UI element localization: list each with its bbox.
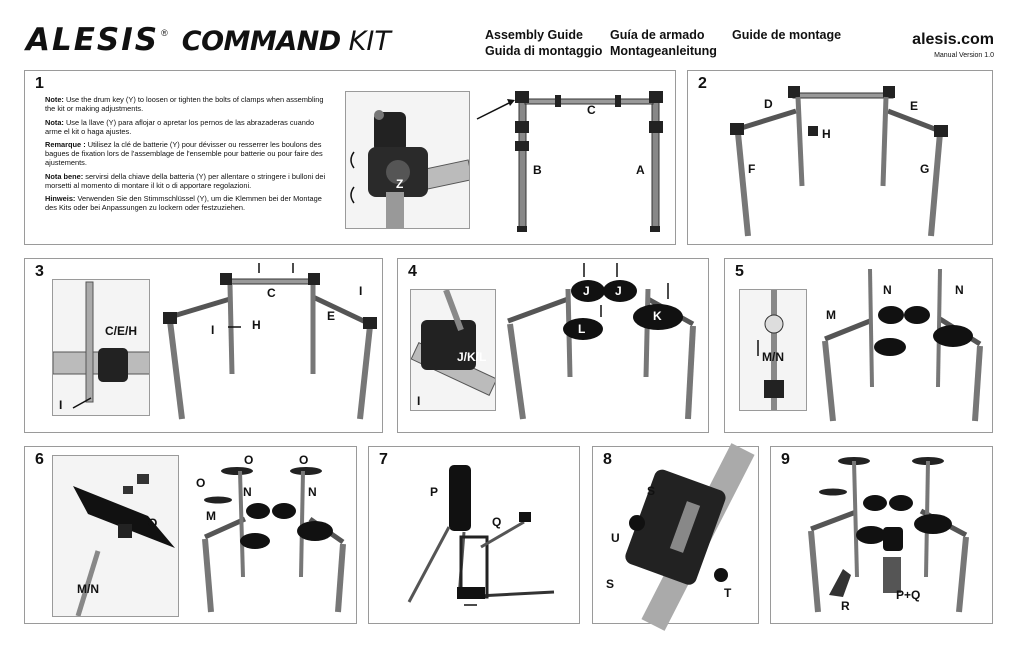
label-t: T [724, 586, 732, 600]
guide-title-es: Guía de armado [610, 28, 705, 42]
pad-mount-illustration [411, 290, 495, 396]
step-number: 9 [781, 451, 790, 468]
note-es: Nota: Use la llave (Y) para aflojar o ap… [45, 117, 315, 136]
step-number: 7 [379, 451, 388, 468]
label-r: R [841, 599, 850, 613]
label-n1: N [243, 485, 252, 499]
step-7-panel: 7 P Q [368, 446, 580, 624]
step-5-kit-drawing [822, 268, 983, 422]
label-m: M [206, 509, 216, 523]
step-9-kit-drawing [808, 457, 969, 613]
label-u: U [611, 531, 620, 545]
label-o2: O [299, 453, 309, 467]
clamp-illustration [350, 110, 469, 228]
label-i-left: I [211, 323, 215, 337]
label-e: E [327, 309, 336, 323]
brand-name: ALESIS [26, 22, 160, 58]
label-n2: N [955, 283, 964, 297]
label-m: M [826, 308, 836, 322]
note-fr: Remarque : Utilisez la clé de batterie (… [45, 140, 323, 167]
pad-mount-inset: J/K/L I [410, 289, 496, 411]
cymbal-arm-illustration [757, 290, 784, 410]
registered-mark: ® [161, 28, 168, 38]
step-1-panel: 1 Note: Use the drum key (Y) to loosen o… [24, 70, 676, 245]
product-name-bold: COMMAND [181, 26, 341, 57]
label-f: F [748, 162, 756, 176]
label-h: H [822, 127, 831, 141]
label-b: B [533, 163, 542, 177]
guide-title-en: Assembly Guide [485, 28, 583, 42]
label-o1: O [244, 453, 254, 467]
label-a: A [636, 163, 645, 177]
step-2-rack-drawing [730, 86, 948, 237]
label-k: K [653, 309, 662, 323]
label-e: E [910, 99, 919, 113]
step-6-kit-drawing [202, 467, 346, 613]
label-s1: S [647, 484, 656, 498]
label-mn: M/N [77, 582, 99, 596]
label-pq: P+Q [896, 588, 921, 602]
cymbal-arm-inset: M/N [739, 289, 807, 411]
step-3-rack-drawing [163, 263, 377, 420]
label-o3: O [196, 476, 206, 490]
label-i-inset: I [417, 394, 421, 408]
label-j1: J [583, 284, 590, 298]
clamp-detail-inset: C/E/H I [52, 279, 150, 416]
step-5-panel: 5 M/N M N N [724, 258, 993, 433]
product-name-light: KIT [348, 26, 391, 57]
clamp-illustration [53, 281, 149, 409]
clamp-detail-inset: Z [345, 91, 470, 229]
step-1-notes: Note: Use the drum key (Y) to loosen or … [45, 95, 330, 217]
label-z: Z [396, 177, 404, 191]
step-4-panel: 4 J/K/L I J J L K [397, 258, 709, 433]
step-number: 3 [35, 263, 44, 280]
brand-logo: ALESIS ® COMMAND KIT [26, 22, 391, 58]
label-d: D [764, 97, 773, 111]
cymbal-mount-inset: O M/N [52, 455, 179, 617]
label-ceh: C/E/H [105, 324, 138, 338]
note-en: Note: Use the drum key (Y) to loosen or … [45, 95, 324, 113]
manual-version: Manual Version 1.0 [934, 52, 994, 59]
website-link[interactable]: alesis.com [912, 31, 994, 48]
step-7-pedal-drawing [407, 465, 555, 606]
label-n2: N [308, 485, 317, 499]
label-i-right: I [359, 284, 363, 298]
step-number: 6 [35, 451, 44, 468]
label-l: L [578, 322, 586, 336]
note-de: Hinweis: Verwenden Sie den Stimmschlüsse… [45, 194, 322, 212]
step-8-panel: 8 S U S T [592, 443, 759, 631]
step-4-kit-drawing [507, 263, 696, 420]
label-q: Q [492, 515, 502, 529]
guide-title-it: Guida di montaggio [485, 44, 603, 58]
label-mn: M/N [762, 350, 784, 364]
label-c: C [267, 286, 276, 300]
step-number: 8 [603, 451, 612, 468]
label-jkl: J/K/L [457, 350, 487, 364]
step-number: 2 [698, 75, 707, 92]
step-8-module-drawing [625, 443, 755, 631]
guide-title-fr: Guide de montage [732, 28, 842, 42]
label-c: C [587, 103, 596, 117]
label-j2: J [615, 284, 622, 298]
cymbal-mount-illustration [73, 474, 175, 616]
step-6-panel: 6 O M/N O O O M N N [24, 446, 357, 624]
step-1-rack-drawing [476, 91, 663, 232]
note-it: Nota bene: servirsi della chiave della b… [45, 171, 326, 190]
label-p: P [430, 485, 439, 499]
guide-title-de: Montageanleitung [610, 44, 717, 58]
label-i-inset: I [59, 398, 63, 412]
step-9-panel: 9 R P+Q [770, 446, 993, 624]
label-g: G [920, 162, 930, 176]
label-o-inset: O [148, 516, 158, 530]
step-number: 4 [408, 263, 417, 280]
step-2-panel: 2 D E H F G [687, 70, 993, 245]
step-number: 1 [35, 75, 44, 92]
label-h: H [252, 318, 261, 332]
label-s2: S [606, 577, 615, 591]
step-number: 5 [735, 263, 744, 280]
label-n1: N [883, 283, 892, 297]
step-3-panel: 3 C/E/H I C I H E I [24, 258, 383, 433]
